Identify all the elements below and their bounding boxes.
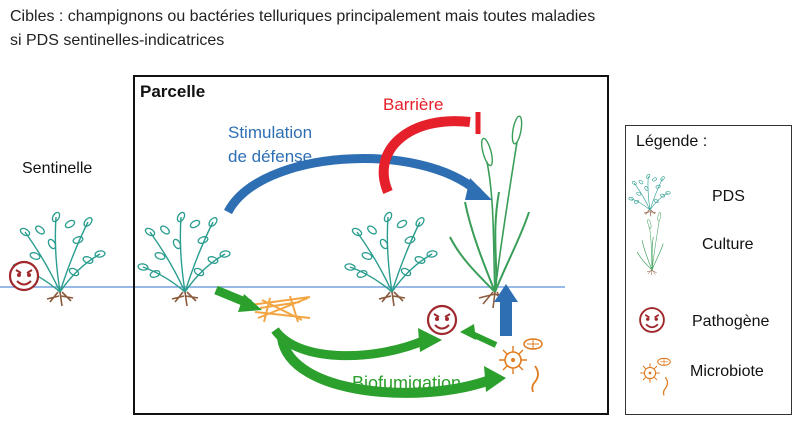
parcel-box [133, 75, 609, 415]
legend-culture-label: Culture [702, 236, 754, 253]
biofumigation-arrow-2 [277, 336, 492, 398]
plant-residue [249, 295, 311, 323]
legend-pathogen-label: Pathogène [692, 313, 770, 330]
targets-line-2: si PDS sentinelles-indicatrices [10, 32, 225, 49]
sentinel-pds-plant [11, 210, 107, 307]
stimulation-label-2: de défense [228, 147, 313, 166]
legend-microbiota-label: Microbiote [690, 363, 764, 380]
sentinel-label: Sentinelle [22, 160, 93, 177]
stimulation-arrow [224, 154, 481, 215]
stimulation-label-1: Stimulation [228, 123, 313, 142]
legend-pds-label: PDS [712, 188, 745, 205]
targets-line-1: Cibles : champignons ou bactéries tellur… [10, 8, 596, 25]
biofumigation-label: Biofumigation [352, 373, 462, 393]
legend-title: Légende : [636, 133, 708, 150]
sentinel-pathogen-icon [8, 260, 40, 292]
barrier-label: Barrière [383, 95, 444, 114]
barrier-arrow [378, 116, 471, 194]
legend-box [625, 125, 792, 415]
parcel-title: Parcelle [140, 82, 206, 101]
